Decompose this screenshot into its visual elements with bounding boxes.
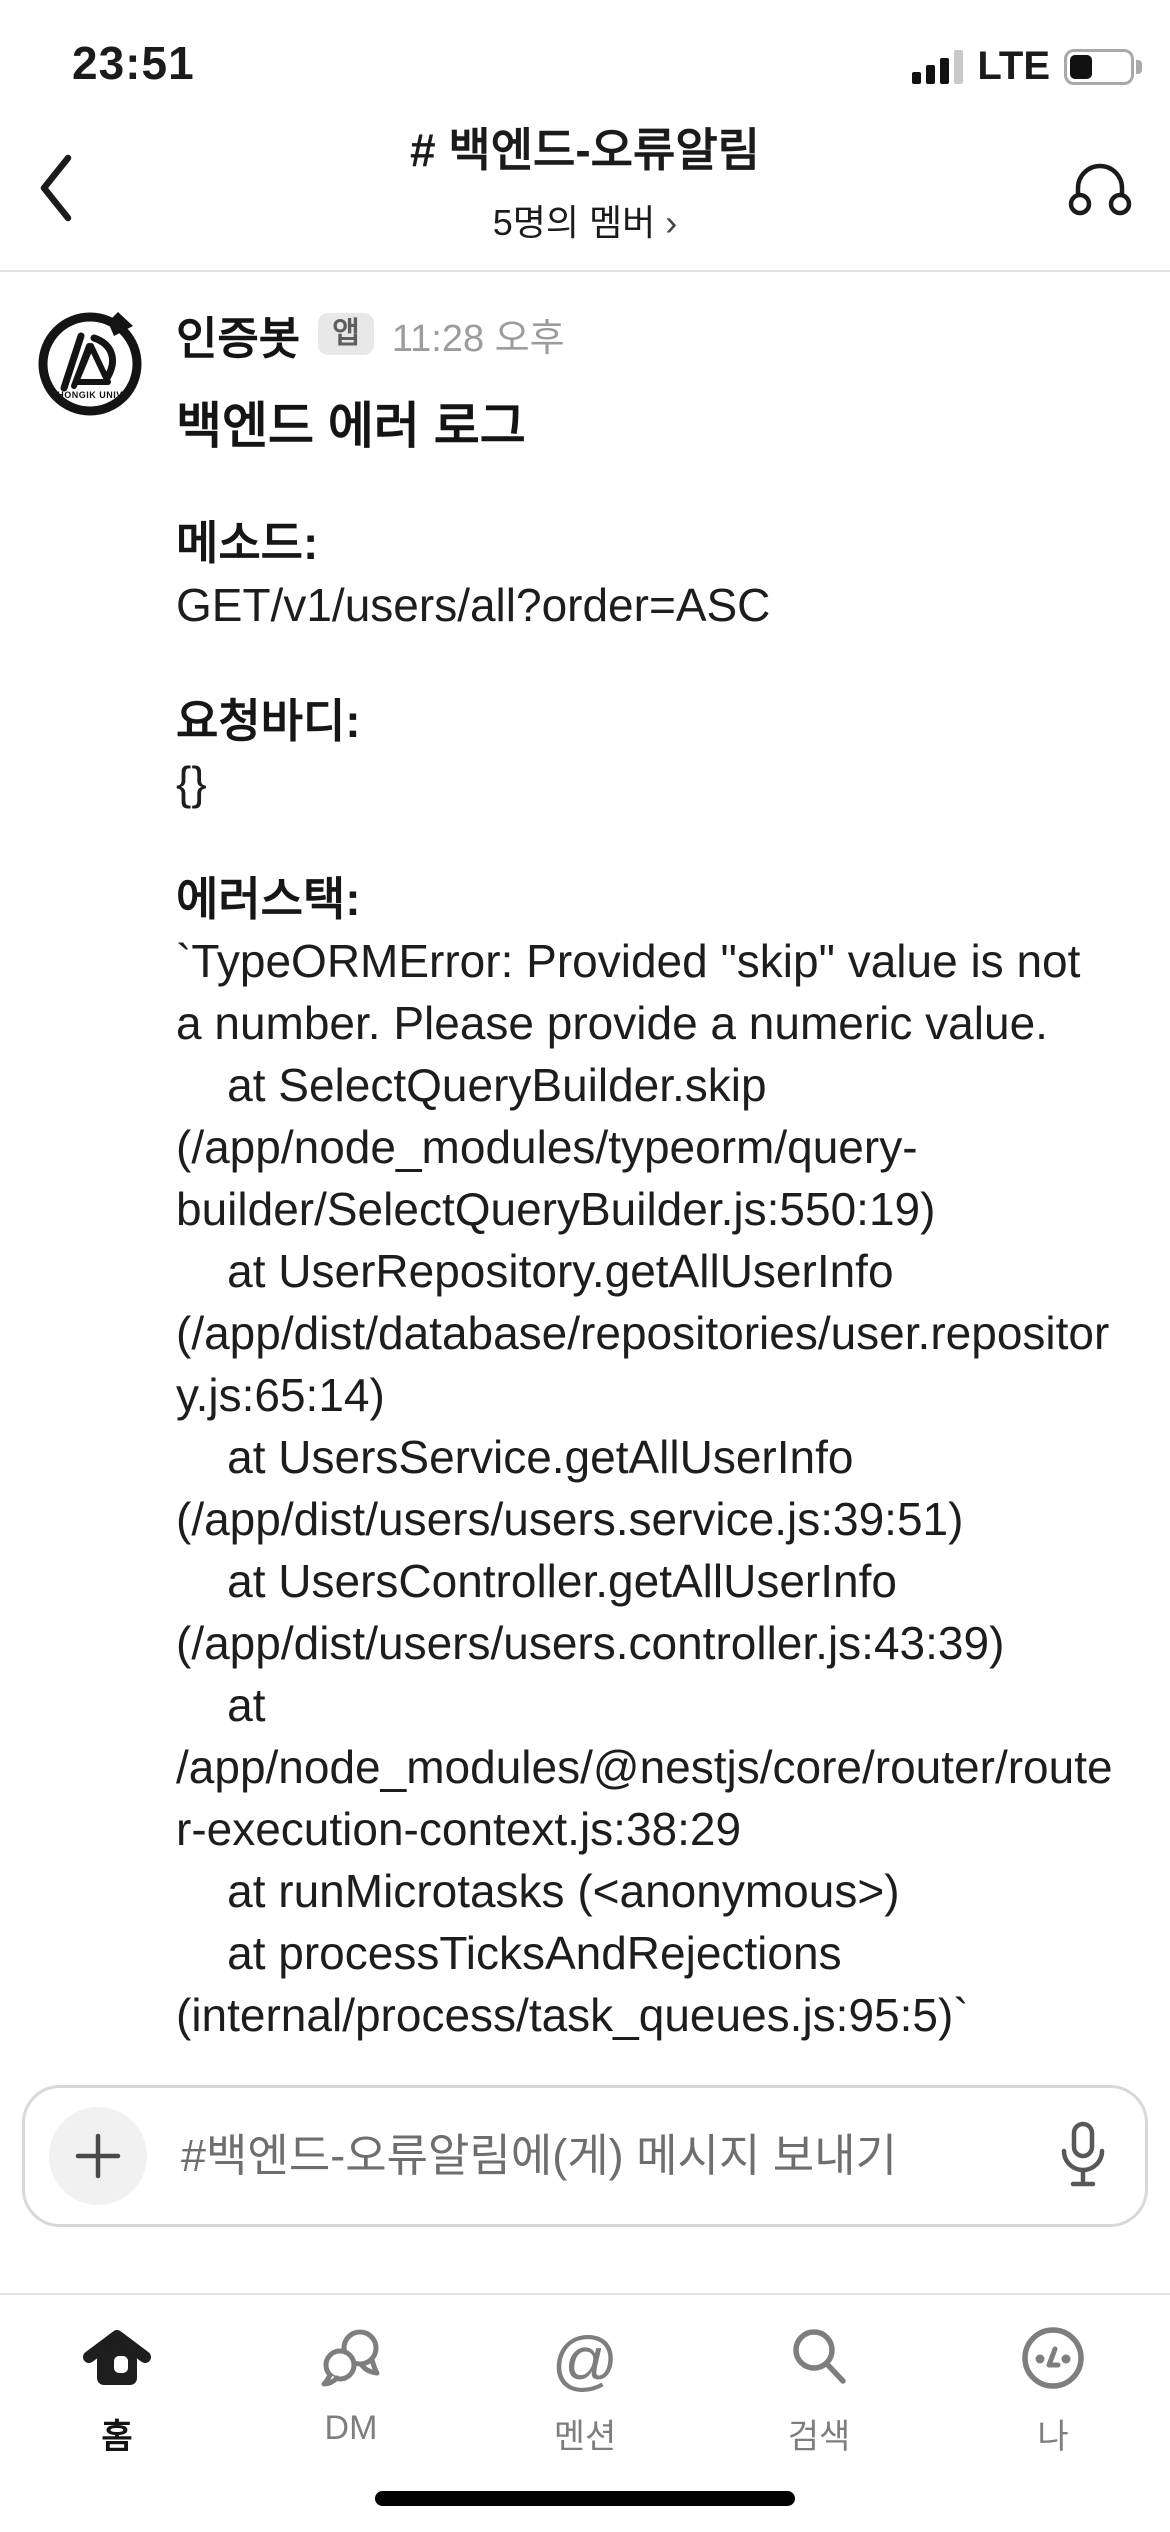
- tab-home[interactable]: 홈: [0, 2295, 234, 2473]
- tab-label: 홈: [101, 2418, 133, 2456]
- tab-label: DM: [324, 2409, 378, 2447]
- message-input[interactable]: [181, 2130, 1051, 2182]
- section-request-body: 요청바디: {}: [176, 690, 1114, 814]
- tab-label: 검색: [787, 2418, 851, 2456]
- tab-label: 멘션: [553, 2418, 617, 2456]
- header-divider: [0, 270, 1170, 272]
- huddle-button[interactable]: [1064, 154, 1136, 226]
- channel-header: # 백엔드-오류알림 5명의 멤버›: [0, 96, 1170, 272]
- home-indicator[interactable]: [375, 2491, 795, 2506]
- bot-logo-icon: HONGIK UNIV: [38, 312, 142, 416]
- back-button[interactable]: [30, 148, 82, 228]
- status-bar: 23:51 LTE: [0, 0, 1170, 110]
- timestamp: 11:28 오후: [391, 317, 565, 360]
- section-value: `TypeORMError: Provided "skip" value is …: [176, 935, 1113, 2041]
- tab-label: 나: [1037, 2418, 1069, 2456]
- tab-search[interactable]: 검색: [702, 2295, 936, 2473]
- mention-icon: @: [551, 2323, 619, 2397]
- voice-message-button[interactable]: [1051, 2118, 1115, 2194]
- plus-icon: [75, 2133, 121, 2179]
- avatar-text: HONGIK UNIV: [57, 390, 123, 400]
- profile-face-icon: [1022, 2327, 1084, 2389]
- clock: 23:51: [72, 37, 195, 89]
- network-type-label: LTE: [977, 44, 1050, 88]
- member-count-label: 5명의 멤버: [492, 202, 656, 243]
- chevron-right-icon: ›: [665, 202, 678, 243]
- section-method: 메소드: GET/v1/users/all?order=ASC: [176, 512, 1114, 636]
- section-value: GET/v1/users/all?order=ASC: [176, 579, 771, 631]
- message-header: 인증봇 앱 11:28 오후: [176, 306, 1114, 364]
- tab-you[interactable]: 나: [936, 2295, 1170, 2473]
- section-label: 요청바디:: [176, 695, 361, 747]
- bot-avatar[interactable]: HONGIK UNIV: [34, 306, 146, 418]
- section-value: {}: [176, 757, 207, 809]
- home-icon: [83, 2330, 151, 2385]
- headphones-icon: [1068, 163, 1132, 216]
- signal-strength-icon: [912, 49, 964, 84]
- sender-name: 인증봇: [176, 312, 301, 364]
- section-label: 에러스택:: [176, 873, 361, 925]
- search-icon: [793, 2329, 846, 2384]
- channel-members-button[interactable]: 5명의 멤버›: [0, 194, 1170, 246]
- app-badge: 앱: [318, 313, 374, 355]
- tab-dm[interactable]: DM: [234, 2295, 468, 2473]
- microphone-icon: [1061, 2121, 1105, 2187]
- section-label: 메소드:: [176, 517, 319, 569]
- attach-button[interactable]: [49, 2107, 147, 2205]
- battery-icon: [1064, 48, 1142, 85]
- tab-mentions[interactable]: @ 멘션: [468, 2295, 702, 2473]
- message: HONGIK UNIV 인증봇 앱 11:28 오후 백엔드 에러 로그 메소드…: [0, 306, 1170, 2046]
- message-composer: [22, 2085, 1148, 2227]
- channel-title: # 백엔드-오류알림: [410, 124, 760, 176]
- chevron-left-icon: [40, 154, 72, 222]
- tab-bar: 홈 DM @ 멘션: [0, 2293, 1170, 2473]
- message-title: 백엔드 에러 로그: [176, 398, 526, 454]
- chat-bubbles-icon: [321, 2329, 380, 2387]
- section-error-stack: 에러스택: `TypeORMError: Provided "skip" val…: [176, 868, 1114, 2046]
